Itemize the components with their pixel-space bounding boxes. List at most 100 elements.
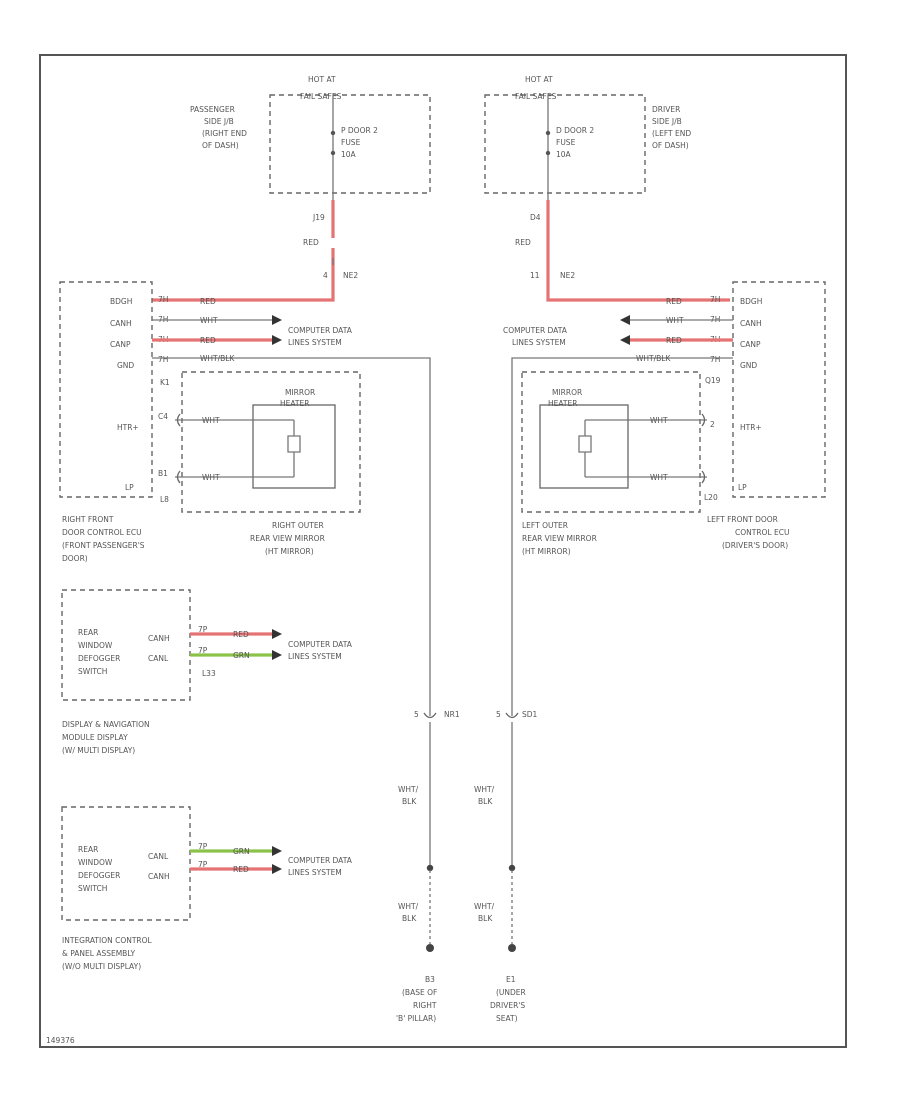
driver-junction-block: HOT AT FAIL SAFES DRIVER SIDE J/B (LEFT … [484,75,691,222]
pin-11: 11 [530,271,540,280]
rds1-canh: CANH [148,634,170,643]
rf-k1: K1 [160,378,170,387]
splice-sd1: SD1 [522,710,538,719]
lf-wht-canh: WHT [666,316,684,325]
hot-at-label-d: HOT AT [525,75,553,84]
d-fuse-terminal-top [545,130,551,136]
r-mirror-line3: (HT MIRROR) [265,547,314,556]
ground-wire-e1: SD1 5 WHT/ BLK WHT/ BLK E1 (UNDER DRIVER… [474,710,538,1023]
lf-pin-2: 2 [710,420,715,429]
rf-ecu-line4: DOOR) [62,554,88,563]
rds2-line1: REAR [78,845,98,854]
rf-c4: C4 [158,412,168,421]
passenger-jb-line3: (RIGHT END [202,129,247,138]
arrow-left-icon [620,335,630,345]
integration-line1: INTEGRATION CONTROL [62,936,153,945]
integration-label: INTEGRATION CONTROL & PANEL ASSEMBLY (W/… [62,936,153,971]
lf-cds-line2: LINES SYSTEM [512,338,566,347]
b3-splice-point [426,864,434,872]
b3-line1: B3 [425,975,435,984]
rds2-line3: DEFOGGER [78,871,120,880]
arrow-left-icon [620,315,630,325]
rf-can-wires: RED WHT RED COMPUTER DATA LINES SYSTEM W… [152,297,431,716]
rds1-cds-2: LINES SYSTEM [288,652,342,661]
b3-blk-2: BLK [402,914,417,923]
display-line2: MODULE DISPLAY [62,733,128,742]
d-fuse-rating: 10A [556,150,572,159]
lf-ecu-label: LEFT FRONT DOOR CONTROL ECU (DRIVER'S DO… [707,515,789,550]
rds2-canh: CANH [148,872,170,881]
arrow-right-icon [272,629,282,639]
rds1-line1: REAR [78,628,98,637]
r-mirror-label: RIGHT OUTER REAR VIEW MIRROR (HT MIRROR) [250,521,325,556]
arrow-right-icon [272,864,282,874]
l-mirror-line2: REAR VIEW MIRROR [522,534,597,543]
r-mirror-heater-1: MIRROR [285,388,315,397]
arrow-right-icon [272,335,282,345]
b3-x: 5 [414,710,419,719]
rf-ecu-line2: DOOR CONTROL ECU [62,528,142,537]
e1-splice-point [508,864,516,872]
rds2-grn: GRN [233,847,250,856]
l-mirror-wht-1: WHT [650,416,668,425]
b3-wht-2: WHT/ [398,902,419,911]
driver-jb-line4: OF DASH) [652,141,689,150]
r-mirror-line2: REAR VIEW MIRROR [250,534,325,543]
r-mirror-wht-1: WHT [202,416,220,425]
b3-line2: (BASE OF [402,988,437,997]
rf-b1: B1 [158,469,168,478]
arrow-right-icon [272,315,282,325]
b3-wht-1: WHT/ [398,785,419,794]
rf-wht-canh: WHT [200,316,218,325]
lf-pinnum-4: 7H [710,355,720,364]
right-outer-mirror: MIRROR HEATER WHT WHT [175,371,361,513]
p-fuse-name: P DOOR 2 [341,126,378,135]
lf-pin-canh: CANH [740,319,762,328]
l-mirror-line1: LEFT OUTER [522,521,568,530]
rf-cds-line1: COMPUTER DATA [288,326,353,335]
driver-jb-line1: DRIVER [652,105,680,114]
rear-defogger-switch-integration: REAR WINDOW DEFOGGER SWITCH CANL CANH 7P… [61,806,353,921]
rds2-line4: SWITCH [78,884,107,893]
e1-line3: DRIVER'S [490,1001,525,1010]
e1-line2: (UNDER [496,988,526,997]
b3-blk-1: BLK [402,797,417,806]
left-outer-mirror: MIRROR HEATER WHT WHT [521,371,707,513]
ne2-d: NE2 [560,271,575,280]
passenger-feed-wire: RED 4 NE2 [152,200,358,302]
e1-line4: SEAT) [496,1014,518,1023]
l-mirror-heater-1: MIRROR [552,388,582,397]
rds1-line4: SWITCH [78,667,107,676]
fail-safes-label-d: FAIL SAFES [515,92,557,101]
diagram-frame [39,54,847,1048]
e1-wht-2: WHT/ [474,902,495,911]
b3-line3: RIGHT [413,1001,437,1010]
integration-line3: (W/O MULTI DISPLAY) [62,962,141,971]
rf-pin-lp: LP [125,483,134,492]
arrow-right-icon [272,846,282,856]
driver-feed-wire: RED 11 NE2 [515,200,730,302]
rds2-cds-2: LINES SYSTEM [288,868,342,877]
passenger-junction-block: HOT AT FAIL SAFES PASSENGER SIDE J/B (RI… [190,75,431,222]
rf-pin-canp: CANP [110,340,131,349]
rds1-red: RED [233,630,249,639]
lf-whtblk-gnd: WHT/BLK [636,354,671,363]
right-front-door-ecu: BDGH CANH CANP GND HTR+ LP 7H 7H 7H 7H K… [59,281,170,504]
rds2-cds-1: COMPUTER DATA [288,856,353,865]
rds1-cds-1: COMPUTER DATA [288,640,353,649]
rf-ecu-line1: RIGHT FRONT [62,515,114,524]
lf-cds-line1: COMPUTER DATA [503,326,568,335]
rds2-line2: WINDOW [78,858,113,867]
passenger-jb-line2: SIDE J/B [204,117,234,126]
p-fuse-word: FUSE [341,138,361,147]
lf-ecu-line1: LEFT FRONT DOOR [707,515,778,524]
e1-x: 5 [496,710,501,719]
p-fuse-terminal-top [330,130,336,136]
lf-ecu-line3: (DRIVER'S DOOR) [722,541,788,550]
ground-icon [508,944,516,952]
lf-q19: Q19 [705,376,721,385]
l-mirror-label: LEFT OUTER REAR VIEW MIRROR (HT MIRROR) [522,521,597,556]
rf-red-canp: RED [200,336,216,345]
lf-pin-htr: HTR+ [740,423,762,432]
lf-pin-lp: LP [738,483,747,492]
